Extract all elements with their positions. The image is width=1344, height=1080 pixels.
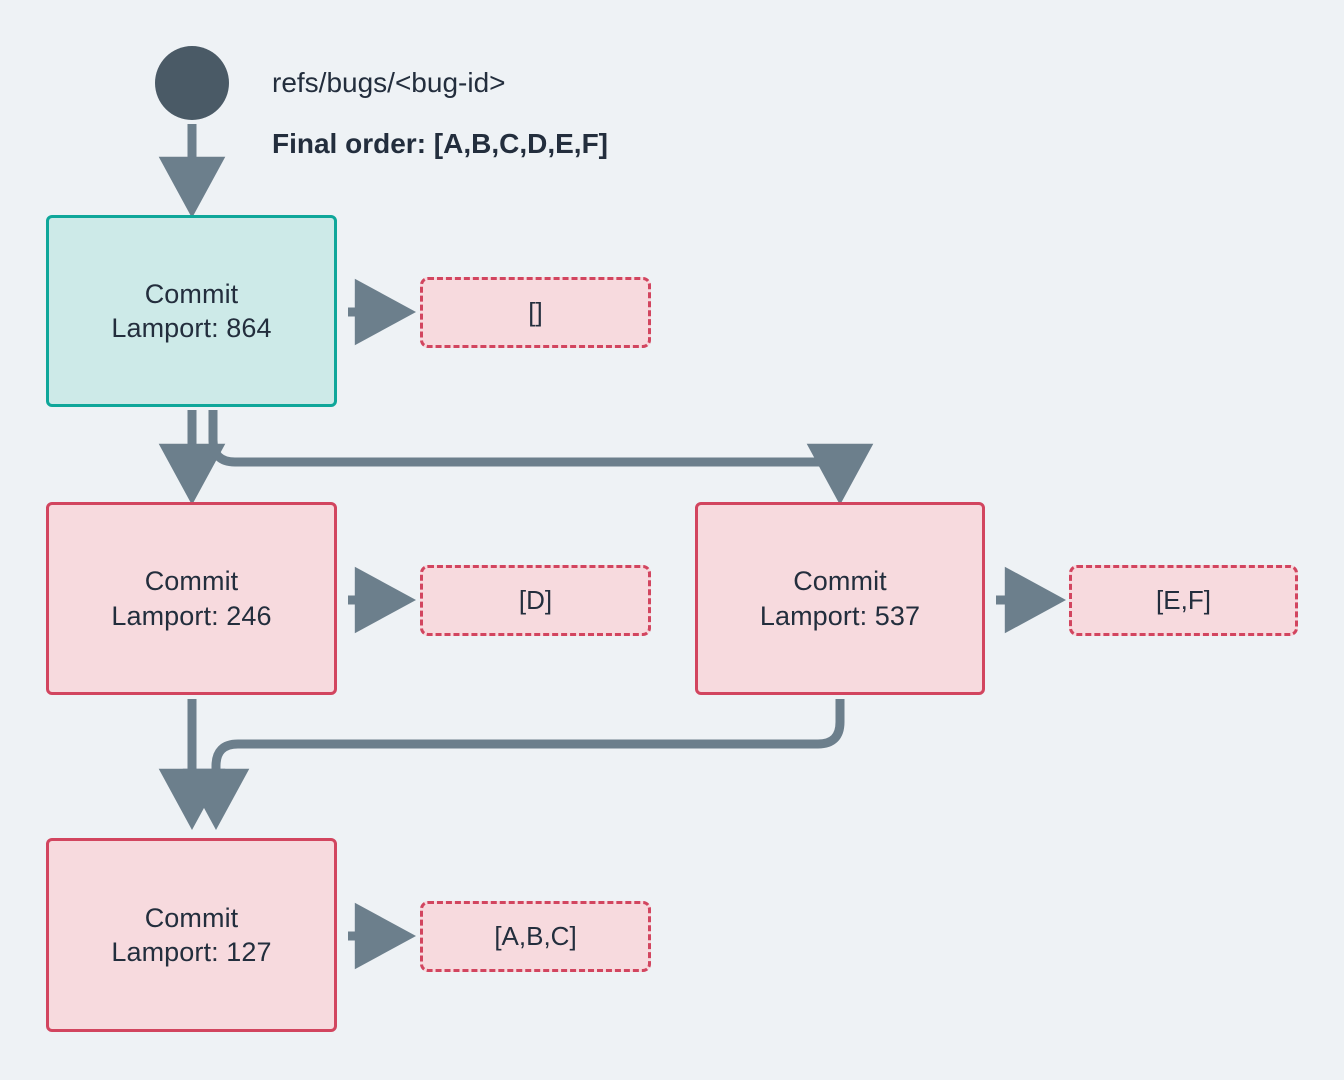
commit-lamport: Lamport: 864 xyxy=(111,313,272,343)
final-order-label: Final order: [A,B,C,D,E,F] xyxy=(272,128,608,159)
commit-node-127[interactable]: Commit Lamport: 127 xyxy=(46,838,337,1032)
edge-commit537-to-commit127 xyxy=(182,699,845,831)
payload-label: [] xyxy=(528,296,543,327)
payload-box-127[interactable]: [A,B,C] xyxy=(420,901,651,972)
commit-node-864[interactable]: Commit Lamport: 864 xyxy=(46,215,337,407)
commit-lamport: Lamport: 127 xyxy=(111,937,272,967)
commit-title: Commit xyxy=(144,566,239,597)
commit-title: Commit xyxy=(144,902,239,933)
commit-lamport: Lamport: 246 xyxy=(111,600,272,631)
start-node-dot xyxy=(155,46,229,120)
payload-box-246[interactable]: [D] xyxy=(420,565,651,636)
payload-label: [E,F] xyxy=(1156,584,1211,615)
commit-title: Commit xyxy=(793,566,887,597)
payload-label: [A,B,C] xyxy=(494,920,577,951)
payload-box-537[interactable]: [E,F] xyxy=(1069,565,1298,636)
ref-label: refs/bugs/<bug-id> xyxy=(272,67,506,98)
payload-box-864[interactable]: [] xyxy=(420,277,651,348)
commit-lamport: Lamport: 537 xyxy=(759,600,921,631)
payload-label: [D] xyxy=(518,584,553,615)
edge-commit864-to-commit537 xyxy=(208,410,874,506)
commit-node-537[interactable]: Commit Lamport: 537 xyxy=(695,502,985,695)
commit-node-246[interactable]: Commit Lamport: 246 xyxy=(46,502,337,695)
commit-title: Commit xyxy=(144,278,239,309)
